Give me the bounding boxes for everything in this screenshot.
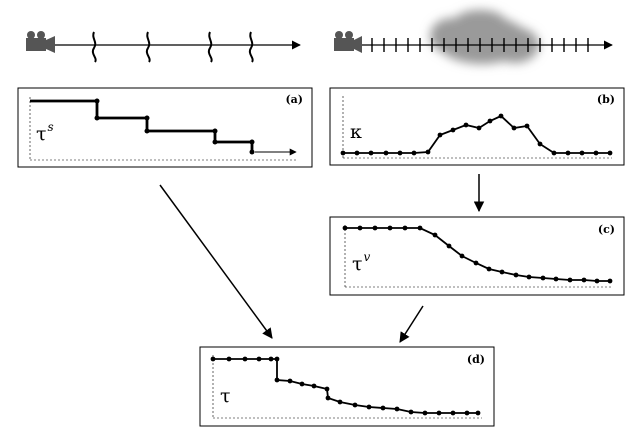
tau-v-point: [553, 276, 559, 282]
tau-combined-point: [422, 410, 428, 416]
tau-combined-point: [450, 410, 456, 416]
tau-combined-point: [210, 356, 216, 362]
tau-v-curve-points: [342, 225, 613, 284]
kappa-point: [487, 118, 493, 124]
tau-v-point: [567, 277, 573, 283]
tau-v-point: [402, 225, 408, 231]
kappa-point: [537, 141, 543, 147]
frame-tick-marks: [371, 38, 589, 52]
tau-combined-point: [325, 395, 331, 401]
tau-combined-point: [352, 402, 358, 408]
panel-c-frame: [329, 216, 625, 296]
tau-combined-point: [394, 406, 400, 412]
tau-combined-point: [311, 383, 317, 389]
tau-combined-point: [464, 410, 470, 416]
kappa-point: [607, 150, 613, 156]
tau-combined-point: [436, 410, 442, 416]
camera-icon: [26, 31, 55, 53]
shot-cut-2: [145, 31, 151, 63]
tau-v-point: [594, 278, 600, 284]
tau-v-point: [372, 225, 378, 231]
kappa-point: [463, 122, 469, 128]
kappa-point: [354, 150, 360, 156]
tau-combined-point: [287, 378, 293, 384]
tau-v-superscript: v: [364, 250, 371, 264]
arrow-c-to-d: [399, 305, 424, 343]
tau-combined-curve-points: [210, 356, 481, 416]
tau-v-point: [342, 225, 348, 231]
panel-a-label: (a): [285, 93, 303, 106]
tau-v-point: [499, 269, 505, 275]
tau-v-point: [446, 243, 452, 249]
tau-v-point: [432, 232, 438, 238]
tau-v-point: [459, 253, 465, 259]
tau-combined-point: [324, 386, 330, 392]
tau-v-point: [387, 225, 393, 231]
panel-c-label: (c): [598, 223, 615, 236]
arrow-a-to-d: [159, 184, 273, 339]
shot-cut-4: [248, 31, 254, 63]
panel-d-frame: [199, 346, 495, 427]
panel-b-label: (b): [597, 93, 615, 106]
tau-v-symbol: τ: [352, 253, 363, 275]
tau-v-point: [417, 225, 423, 231]
tau-v-point: [357, 225, 363, 231]
panel-d: (d) τ: [199, 346, 495, 427]
camera-icon: [334, 31, 362, 53]
tau-combined-point: [475, 410, 481, 416]
svg-text:τs: τs: [36, 120, 54, 145]
kappa-point: [425, 149, 431, 155]
kappa-point: [340, 150, 346, 156]
tau-v-point: [526, 274, 532, 280]
kappa-point: [511, 125, 517, 131]
tau-combined-point: [299, 381, 305, 387]
tau-symbol: τ: [220, 385, 231, 407]
fog-cloud-icon: [430, 10, 539, 64]
tau-v-point: [581, 277, 587, 283]
svg-text:τv: τv: [352, 250, 371, 275]
kappa-point: [593, 150, 599, 156]
tau-v-point: [513, 272, 519, 278]
kappa-point: [476, 125, 482, 131]
tau-combined-point: [242, 356, 248, 362]
kappa-point: [551, 150, 557, 156]
kappa-symbol: κ: [350, 121, 362, 143]
tau-s-symbol: τ: [36, 123, 47, 145]
tau-combined-point: [226, 356, 232, 362]
tau-combined-point: [380, 405, 386, 411]
step-curve-points: [94, 98, 255, 155]
tau-v-point: [486, 266, 492, 272]
kappa-point: [579, 150, 585, 156]
panel-c: (c) τv: [329, 216, 625, 296]
tau-combined-point: [274, 356, 280, 362]
kappa-point: [397, 150, 403, 156]
tau-s-superscript: s: [48, 120, 54, 134]
tau-combined-point: [268, 356, 274, 362]
shot-cut-3: [207, 31, 213, 63]
panel-b: (b) κ: [329, 87, 625, 166]
tau-v-point: [607, 278, 613, 284]
shot-cut-markers: [91, 31, 254, 63]
kappa-point: [411, 150, 417, 156]
kappa-curve-points: [340, 113, 613, 156]
tau-combined-point: [337, 399, 343, 405]
kappa-point: [383, 150, 389, 156]
kappa-point: [498, 113, 504, 119]
kappa-point: [437, 132, 443, 138]
kappa-point: [450, 127, 456, 133]
tau-v-point: [473, 260, 479, 266]
tau-combined-point: [256, 356, 262, 362]
tau-v-point: [540, 275, 546, 281]
panel-d-label: (d): [467, 353, 485, 366]
tau-combined-point: [408, 409, 414, 415]
kappa-point: [565, 150, 571, 156]
panel-a: (a) τs: [17, 87, 313, 168]
kappa-point: [368, 150, 374, 156]
tau-combined-point: [366, 404, 372, 410]
kappa-point: [524, 123, 530, 129]
shot-cut-1: [91, 31, 97, 63]
tau-combined-point: [274, 377, 280, 383]
